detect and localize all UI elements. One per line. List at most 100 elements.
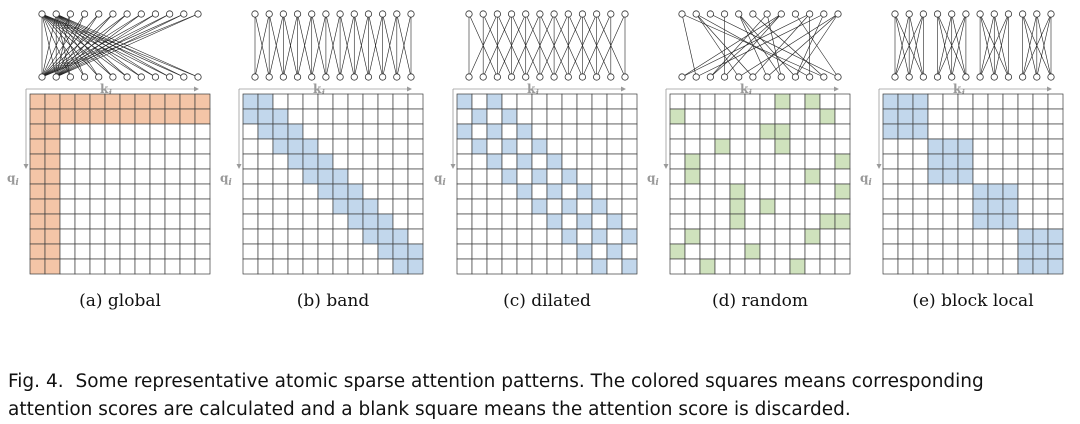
attended-cell [927, 168, 944, 185]
blank-cell [942, 183, 959, 200]
blank-cell [759, 258, 776, 275]
blank-cell [272, 258, 289, 275]
attended-cell [501, 168, 518, 185]
connection-edge [468, 13, 498, 78]
blank-cell [486, 228, 503, 245]
blank-cell [332, 153, 349, 170]
blank-cell [882, 198, 899, 215]
blank-cell [287, 93, 304, 110]
blank-cell [377, 183, 394, 200]
attended-cell [44, 108, 61, 125]
blank-cell [561, 153, 578, 170]
key-axis-arrowhead [407, 86, 412, 92]
query-node [791, 73, 800, 81]
blank-cell [621, 198, 638, 215]
blank-cell [272, 243, 289, 260]
attended-cell [104, 93, 121, 110]
attended-cell [407, 258, 424, 275]
key-node [749, 10, 757, 18]
blank-cell [317, 138, 334, 155]
connection-edge [41, 13, 156, 78]
blank-cell [789, 183, 806, 200]
blank-cell [897, 213, 914, 230]
blank-cell [272, 168, 289, 185]
blank-cell [987, 138, 1004, 155]
blank-cell [531, 93, 548, 110]
blank-cell [834, 258, 851, 275]
blank-cell [699, 108, 716, 125]
blank-cell [332, 258, 349, 275]
blank-cell [59, 243, 76, 260]
blank-cell [272, 183, 289, 200]
blank-cell [1032, 153, 1049, 170]
blank-cell [834, 228, 851, 245]
blank-cell [164, 258, 181, 275]
blank-cell [669, 183, 686, 200]
blank-cell [591, 183, 608, 200]
blank-cell [1017, 168, 1034, 185]
blank-cell [104, 258, 121, 275]
blank-cell [957, 228, 974, 245]
blank-cell [621, 183, 638, 200]
blank-cell [591, 138, 608, 155]
blank-cell [714, 93, 731, 110]
blank-cell [486, 108, 503, 125]
blank-cell [591, 243, 608, 260]
blank-cell [347, 108, 364, 125]
blank-cell [972, 123, 989, 140]
blank-cell [972, 243, 989, 260]
connection-edge [752, 13, 825, 78]
connection-edge [993, 13, 1009, 78]
blank-cell [759, 138, 776, 155]
blank-cell [516, 108, 533, 125]
connection-edge [268, 13, 284, 78]
key-node [137, 10, 145, 18]
connection-edge [254, 13, 270, 78]
figure-caption: Fig. 4. Some representative atomic spars… [8, 368, 1074, 424]
blank-cell [819, 153, 836, 170]
blank-cell [774, 168, 791, 185]
blank-cell [74, 138, 91, 155]
attended-cell [957, 168, 974, 185]
attended-cell [882, 93, 899, 110]
blank-cell [957, 183, 974, 200]
blank-cell [759, 168, 776, 185]
blank-cell [179, 228, 196, 245]
attended-cell [501, 138, 518, 155]
blank-cell [819, 243, 836, 260]
query-node [364, 73, 373, 81]
key-node [919, 10, 927, 18]
attended-cell [1032, 243, 1049, 260]
connection-edge [511, 13, 541, 78]
attended-cell [942, 153, 959, 170]
blank-cell [729, 153, 746, 170]
blank-cell [531, 243, 548, 260]
attended-cell [44, 153, 61, 170]
blank-cell [347, 153, 364, 170]
blank-cell [1047, 123, 1064, 140]
blank-cell [74, 243, 91, 260]
blank-cell [546, 258, 563, 275]
blank-cell [729, 138, 746, 155]
blank-cell [714, 243, 731, 260]
attended-cell [486, 153, 503, 170]
blank-cell [392, 93, 409, 110]
query-node [123, 73, 131, 81]
blank-cell [1002, 228, 1019, 245]
blank-cell [882, 153, 899, 170]
blank-cell [242, 228, 259, 245]
blank-cell [957, 198, 974, 215]
attended-cell [576, 213, 593, 230]
blank-cell [561, 93, 578, 110]
connection-edge [41, 13, 170, 78]
attended-cell [362, 198, 379, 215]
blank-cell [591, 168, 608, 185]
query-axis-arrowhead [876, 164, 882, 169]
blank-cell [407, 93, 424, 110]
attended-cell [897, 123, 914, 140]
key-node [735, 10, 743, 18]
blank-cell [486, 183, 503, 200]
blank-cell [392, 168, 409, 185]
query-axis-subscript: i [15, 178, 19, 188]
blank-cell [897, 198, 914, 215]
